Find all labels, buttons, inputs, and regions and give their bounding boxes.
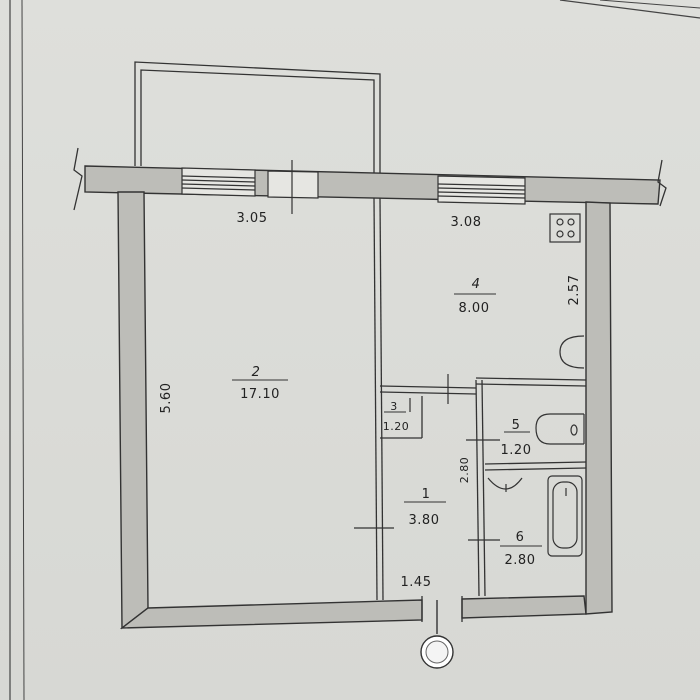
interior-walls <box>373 197 587 622</box>
dimension-corridor-width: 1.45 <box>401 575 432 590</box>
room-1-number: 1 <box>422 487 431 502</box>
dimension-room4-height: 2.57 <box>567 275 582 306</box>
room-1-area: 3.80 <box>409 513 440 528</box>
entrance-symbol <box>420 600 454 669</box>
room-2-number: 2 <box>252 365 261 380</box>
room-4-number: 4 <box>472 277 481 292</box>
room-4-area: 8.00 <box>459 301 490 316</box>
wash-basin-icon <box>535 413 585 445</box>
door-ticks <box>354 374 500 541</box>
window-left <box>181 167 256 197</box>
dimension-bath-height: 2.80 <box>458 457 471 484</box>
balcony-door <box>267 160 319 214</box>
room-6-number: 6 <box>516 530 525 545</box>
room-5-number: 5 <box>512 418 521 433</box>
window-right <box>437 175 526 205</box>
room-5-area: 1.20 <box>501 443 532 458</box>
dimension-room4-width: 3.08 <box>451 215 482 230</box>
dimension-room2-width: 3.05 <box>237 211 268 226</box>
dimension-left-height: 5.60 <box>159 383 174 414</box>
balcony <box>134 61 381 176</box>
kitchen-sink-icon <box>559 335 585 369</box>
room-3-area: 1.20 <box>383 420 410 433</box>
bathtub-icon <box>547 475 583 557</box>
room-2-area: 17.10 <box>240 387 280 402</box>
area-underlines <box>232 293 542 547</box>
room-3-number: 3 <box>390 400 398 413</box>
stove-icon <box>549 213 581 243</box>
paper-frame <box>9 0 700 700</box>
toilet-icon <box>487 477 523 492</box>
room-6-area: 2.80 <box>505 553 536 568</box>
wall-break-marks <box>73 147 667 211</box>
